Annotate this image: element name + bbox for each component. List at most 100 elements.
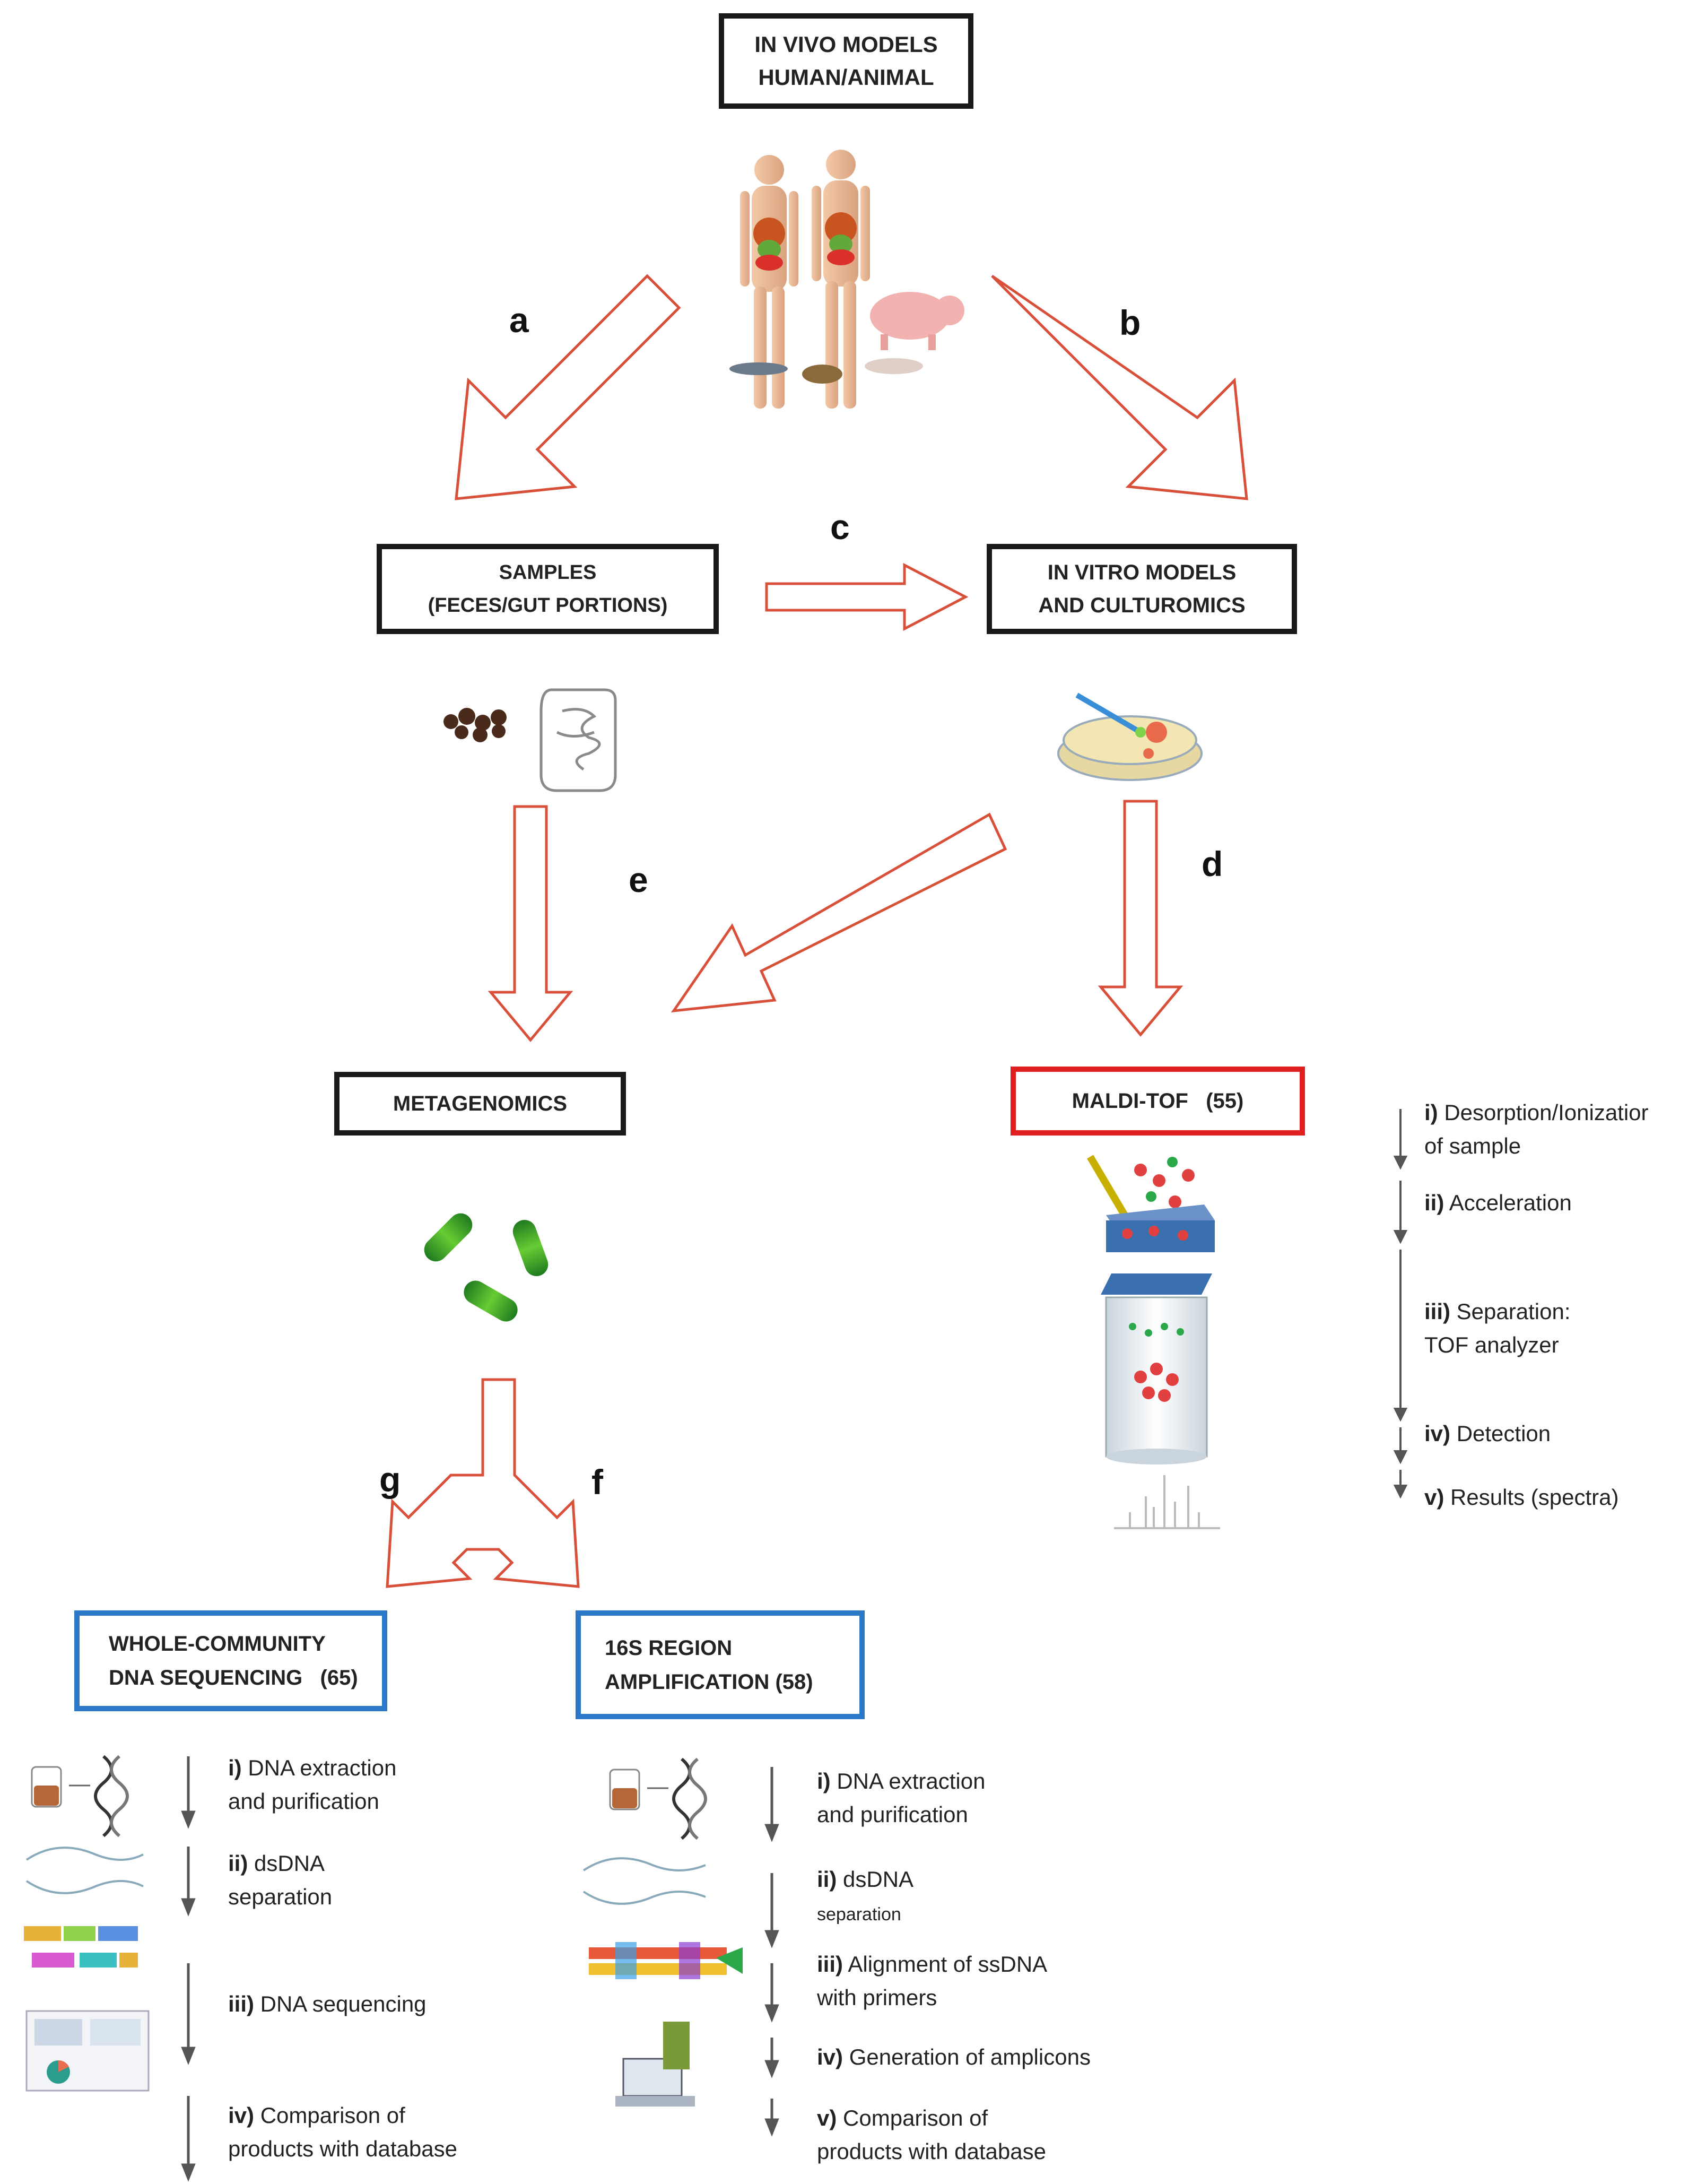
maldi-step-3: iii) Separation: TOF analyzer (1424, 1295, 1571, 1362)
maldi-step-4: iv) Detection (1424, 1417, 1551, 1450)
16s-amplification-box: 16S REGION AMPLIFICATION (58) (576, 1610, 865, 1719)
step-text: with primers (817, 1985, 937, 2010)
arrow-a (455, 274, 681, 500)
step-text: DNA sequencing (260, 1991, 427, 2016)
petri-dish-icon (1057, 692, 1203, 781)
step-text: and purification (817, 1802, 968, 1827)
amp-step-3: iii) Alignment of ssDNA with primers (817, 1947, 1047, 2014)
step-text: Generation of amplicons (849, 2044, 1091, 2069)
samples-box: SAMPLES (FECES/GUT PORTIONS) (377, 544, 719, 634)
label-f: f (591, 1462, 603, 1502)
label-a: a (509, 300, 529, 340)
label-g: g (379, 1460, 401, 1499)
arrow-invitro-to-metagenomics (671, 812, 1007, 1013)
label-e: e (629, 860, 648, 899)
amp-step-arrows (764, 1767, 779, 2137)
step-text: Alignment of ssDNA (848, 1952, 1048, 1977)
step-text: DNA extraction (248, 1755, 397, 1780)
step-number: iv) (817, 2044, 843, 2069)
box-line: AMPLIFICATION (58) (605, 1670, 813, 1694)
box-line: IN VIVO MODELS (754, 32, 938, 57)
pig-icon (870, 292, 964, 350)
arrow-b (991, 274, 1248, 500)
maldi-step-arrows (1393, 1109, 1408, 1499)
wcs-step-4: iv) Comparison of products with database (228, 2099, 457, 2165)
wcs-step-2: ii) dsDNA separation (228, 1847, 332, 1913)
human-animal-illustration (729, 150, 964, 409)
whole-community-sequencing-box: WHOLE-COMMUNITY DNA SEQUENCING (65) (74, 1610, 387, 1711)
step-text: products with database (228, 2136, 457, 2161)
box-line: MALDI-TOF (55) (1072, 1089, 1244, 1113)
step-text: dsDNA (843, 1867, 914, 1892)
label-c: c (830, 507, 850, 547)
box-line: DNA SEQUENCING (65) (109, 1666, 358, 1689)
step-number: iii) (1424, 1299, 1450, 1324)
arrow-e (488, 805, 573, 1042)
maldi-step-1: i) Desorption/Ionizatior of sample (1424, 1096, 1690, 1163)
step-number: ii) (1424, 1190, 1444, 1215)
wcs-step-1: i) DNA extraction and purification (228, 1751, 396, 1818)
feces-icon (443, 708, 507, 742)
box-line: (FECES/GUT PORTIONS) (428, 594, 668, 617)
maldi-illustration (1086, 1155, 1220, 1529)
amp-step-5: v) Comparison of products with database (817, 2101, 1046, 2168)
wcs-step-icons (24, 1755, 150, 2092)
step-number: v) (817, 2105, 837, 2130)
bacteria-icon (424, 1213, 549, 1322)
step-text: separation (817, 1904, 901, 1925)
fish-icon (729, 362, 788, 375)
box-line: HUMAN/ANIMAL (758, 65, 934, 90)
box-line: METAGENOMICS (393, 1091, 568, 1115)
step-text: Comparison of (260, 2103, 405, 2128)
rat-icon (865, 358, 923, 374)
step-number: iv) (1424, 1421, 1451, 1446)
step-text: Comparison of (843, 2105, 988, 2130)
amp-step-4: iv) Generation of amplicons (817, 2040, 1091, 2074)
step-text: dsDNA (254, 1851, 325, 1876)
box-line: AND CULTUROMICS (1038, 594, 1246, 617)
wcs-step-3: iii) DNA sequencing (228, 1987, 427, 2021)
step-text: Detection (1456, 1421, 1551, 1446)
in-vitro-models-box: IN VITRO MODELS AND CULTUROMICS (987, 544, 1297, 634)
amp-step-1: i) DNA extraction and purification (817, 1764, 985, 1831)
label-b: b (1119, 303, 1141, 342)
step-text: Results (spectra) (1450, 1485, 1619, 1510)
box-line: IN VITRO MODELS (1047, 561, 1237, 584)
arrow-c (765, 562, 969, 631)
rodent-icon (802, 365, 842, 384)
step-text: Desorption/Ionizatior (1444, 1100, 1649, 1125)
step-text: of sample (1424, 1133, 1521, 1158)
box-line: WHOLE-COMMUNITY (109, 1632, 326, 1656)
step-number: ii) (228, 1851, 248, 1876)
step-text: Separation: (1456, 1299, 1571, 1324)
box-line: 16S REGION (605, 1636, 733, 1660)
metagenomics-box: METAGENOMICS (334, 1072, 626, 1136)
flow-arrows (386, 274, 1248, 1588)
step-number: ii) (817, 1867, 837, 1892)
step-text: TOF analyzer (1424, 1332, 1559, 1357)
gut-icon (539, 688, 617, 792)
arrow-y-split (386, 1378, 580, 1588)
maldi-step-2: ii) Acceleration (1424, 1186, 1572, 1219)
step-text: and purification (228, 1789, 379, 1814)
label-d: d (1202, 844, 1223, 883)
in-vivo-models-box: IN VIVO MODELS HUMAN/ANIMAL (719, 13, 973, 109)
amp-step-icons (582, 1757, 743, 2107)
step-number: i) (1424, 1100, 1438, 1125)
arrow-d (1098, 800, 1183, 1037)
step-number: iii) (228, 1991, 254, 2016)
step-text: separation (228, 1884, 333, 1909)
box-line: SAMPLES (499, 561, 597, 584)
amp-step-2: ii) dsDNA separation (817, 1862, 913, 1929)
wcs-step-arrows (181, 1756, 196, 2182)
step-text: Acceleration (1449, 1190, 1572, 1215)
step-number: iv) (228, 2103, 255, 2128)
step-number: v) (1424, 1485, 1444, 1510)
step-text: products with database (817, 2139, 1046, 2164)
step-number: i) (228, 1755, 242, 1780)
step-text: DNA extraction (837, 1769, 986, 1793)
maldi-tof-box: MALDI-TOF (55) (1011, 1067, 1305, 1136)
maldi-step-5: v) Results (spectra) (1424, 1480, 1618, 1514)
step-number: iii) (817, 1952, 843, 1977)
